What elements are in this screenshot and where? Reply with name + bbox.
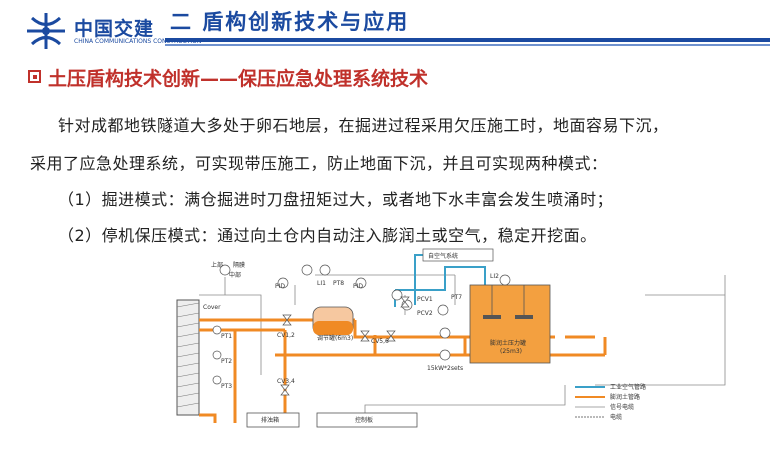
pump-label: 15kW*2sets bbox=[427, 365, 463, 372]
title-underline bbox=[165, 38, 770, 42]
slide-header: 中国交建 CHINA COMMUNICATIONS CONSTRUCTION 二… bbox=[0, 0, 770, 60]
top-label: 上部 bbox=[211, 261, 223, 269]
legend-signal: 信号电缆 bbox=[610, 403, 634, 411]
pressure-system-diagram: Cover 自空气系统 bbox=[176, 248, 726, 428]
body-line-3: （1）掘进模式：满仓掘进时刀盘扭矩过大，或者地下水丰富会发生喷涌时； bbox=[58, 190, 614, 209]
logo-english-name: CHINA COMMUNICATIONS CONSTRUCTION bbox=[74, 38, 202, 45]
pcv2-label: PCV2 bbox=[417, 310, 433, 317]
drain-box-label: 排浊箱 bbox=[261, 416, 279, 424]
bentonite-tank-label: 膨润土压力罐 bbox=[490, 339, 526, 347]
pid2-label: PID bbox=[353, 283, 363, 290]
li1-label: LI1 bbox=[317, 280, 326, 287]
pcv1-label: PCV1 bbox=[417, 296, 433, 303]
blank-label: 隔膜 bbox=[233, 261, 245, 269]
valves bbox=[280, 296, 410, 396]
company-logo: 中国交建 CHINA COMMUNICATIONS CONSTRUCTION bbox=[22, 10, 201, 52]
body-line-2: 采用了应急处理系统，可实现带压施工，防止地面下沉，并且可实现两种模式： bbox=[30, 154, 608, 173]
bentonite-tank bbox=[469, 284, 551, 364]
legend-bentonite: 膨润土管路 bbox=[610, 393, 640, 401]
regulating-tank bbox=[312, 306, 354, 336]
pt8-label: PT8 bbox=[333, 280, 344, 287]
logo-chinese-name: 中国交建 bbox=[74, 18, 155, 40]
body-line-1: 针对成都地铁隧道大多处于卵石地层，在掘进过程采用欠压施工时，地面容易下沉， bbox=[58, 116, 669, 135]
logo-emblem-icon bbox=[27, 13, 65, 49]
page-title: 二 盾构创新技术与应用 bbox=[170, 10, 410, 34]
body-line-4: （2）停机保压模式：通过向土仓内自动注入膨润土或空气，稳定开挖面。 bbox=[58, 226, 597, 245]
pt7-label: PT7 bbox=[451, 294, 462, 301]
cv56-label: CV5,6 bbox=[371, 338, 389, 345]
legend-cable: 电缆 bbox=[610, 413, 622, 421]
shield-wall bbox=[176, 299, 200, 416]
air-source-box bbox=[422, 248, 494, 262]
title-underline-thin bbox=[165, 44, 770, 46]
pt3-label: PT3 bbox=[221, 383, 232, 390]
cv12-label: CV1,2 bbox=[277, 332, 295, 339]
regulating-tank-label: 调节罐(6m3) bbox=[317, 334, 353, 342]
drain-box bbox=[246, 412, 300, 428]
mid-label: 中部 bbox=[229, 271, 241, 279]
bentonite-tank-volume: (25m3) bbox=[500, 348, 522, 355]
diagram-legend: 工业空气管路 膨润土管路 信号电缆 电缆 bbox=[575, 383, 646, 421]
cv34-label: CV3,4 bbox=[277, 378, 295, 385]
pt1-label: PT1 bbox=[221, 333, 232, 340]
control-panel bbox=[316, 412, 418, 428]
section-bullet-icon bbox=[28, 70, 41, 83]
pid1-label: PID bbox=[275, 283, 285, 290]
li2-label: LI2 bbox=[490, 273, 499, 280]
pt2-label: PT2 bbox=[221, 358, 232, 365]
section-subtitle: 土压盾构技术创新——保压应急处理系统技术 bbox=[48, 68, 429, 90]
air-source-label: 自空气系统 bbox=[428, 252, 458, 260]
legend-air: 工业空气管路 bbox=[610, 383, 646, 391]
instrument-gauges bbox=[212, 264, 511, 385]
cover-label: Cover bbox=[203, 304, 221, 311]
control-panel-label: 控制板 bbox=[355, 416, 373, 424]
